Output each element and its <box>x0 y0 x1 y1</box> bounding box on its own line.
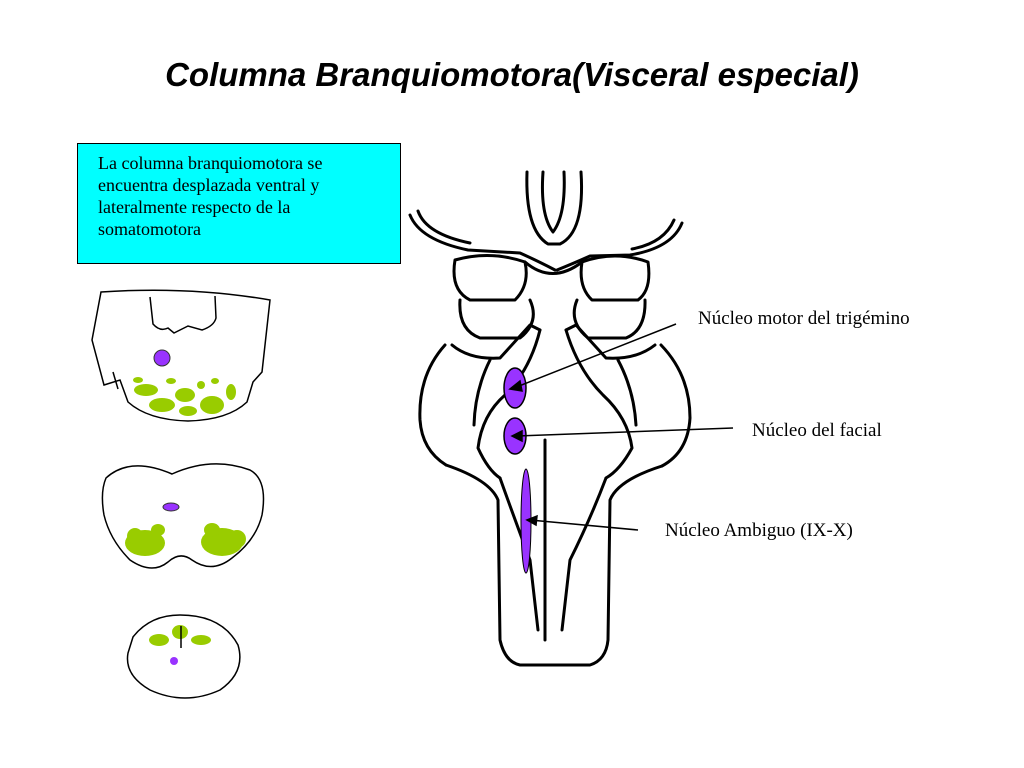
left-superior-colliculus <box>452 253 528 302</box>
medulla-right-inner <box>560 476 608 632</box>
fourth-ventricle-right <box>564 328 634 480</box>
info-box-line-3: lateralmente respecto de la <box>98 197 291 217</box>
left-lateral-tract-inner <box>416 209 472 245</box>
section-lower-branchiomotor-nucleus <box>170 657 178 665</box>
section-lower-somatic-nuclei <box>149 625 211 646</box>
right-middle-peduncle <box>659 343 692 468</box>
brainstem-top-inner <box>541 170 566 234</box>
label-facial: Núcleo del facial <box>752 420 882 441</box>
left-lateral-tract <box>408 213 557 272</box>
leader-line-facial <box>516 427 734 437</box>
section-upper-outline <box>91 289 271 422</box>
slide-title: Columna Branquiomotora(Visceral especial… <box>165 56 859 93</box>
fourth-ventricle-left <box>476 328 542 480</box>
brainstem-outline <box>408 170 692 667</box>
right-superior-colliculus <box>579 254 651 302</box>
left-peduncle-inner <box>450 323 542 360</box>
left-middle-peduncle <box>418 343 448 467</box>
cross-section-upper <box>91 289 271 422</box>
label-trigemino: Núcleo motor del trigémino <box>698 308 910 329</box>
right-lateral-tract <box>555 221 684 272</box>
arrow-ambiguo-icon <box>525 514 538 527</box>
info-box: La columna branquiomotora se encuentra d… <box>77 143 401 264</box>
section-middle-somatic-nuclei <box>125 523 246 556</box>
section-upper-branchiomotor-nucleus <box>153 349 171 367</box>
medulla-left-inner <box>498 476 540 632</box>
cross-section-middle <box>101 463 265 569</box>
section-middle-outline <box>101 463 265 569</box>
left-inferior-colliculus <box>458 298 535 340</box>
brainstem-top-outer <box>525 170 584 246</box>
arrow-trigemino-icon <box>508 379 523 392</box>
leader-line-ambiguo <box>529 519 639 531</box>
left-vestibular-area <box>472 358 492 427</box>
label-ambiguo: Núcleo Ambiguo (IX-X) <box>665 520 853 541</box>
info-box-line-1: La columna branquiomotora se <box>98 153 323 173</box>
section-upper-ventricle <box>149 295 217 334</box>
section-upper-notch <box>112 371 119 390</box>
cross-section-lower <box>126 614 241 699</box>
colliculi-junction <box>523 260 584 275</box>
section-upper-somatic-nuclei <box>133 377 236 416</box>
medulla-outer <box>444 463 664 667</box>
right-inferior-colliculus <box>572 298 647 340</box>
right-vestibular-area <box>616 358 638 427</box>
right-peduncle-inner <box>564 323 657 360</box>
info-box-line-4: somatomotora <box>98 219 201 239</box>
leader-line-trigemino <box>513 323 677 389</box>
right-lateral-tract-inner <box>630 218 676 251</box>
section-middle-branchiomotor-nucleus <box>162 502 180 512</box>
info-box-line-2: encuentra desplazada ventral y <box>98 175 320 195</box>
arrow-facial-icon <box>510 429 523 443</box>
